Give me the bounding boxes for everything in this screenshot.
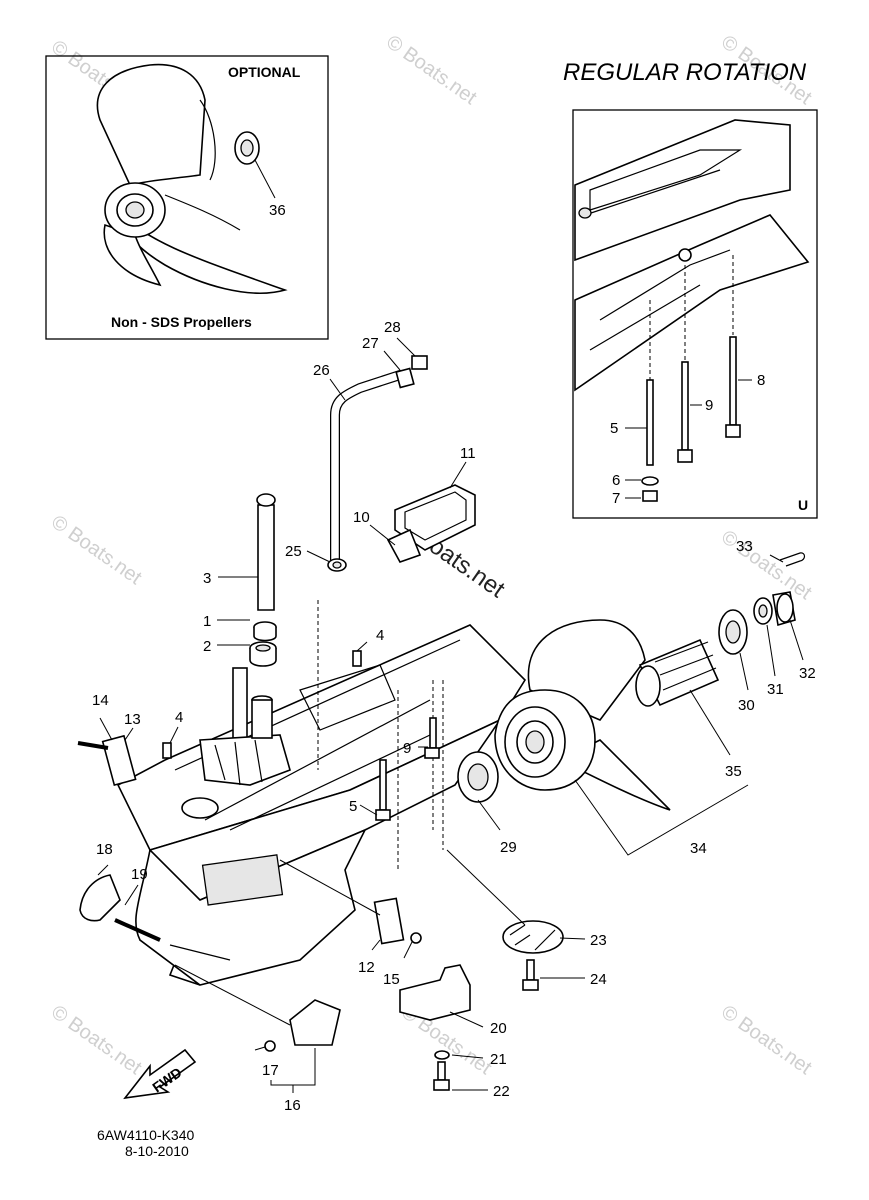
part-28-clip	[411, 355, 428, 370]
part-14-screw	[77, 741, 109, 750]
watermark: © Boats.net	[717, 1001, 816, 1079]
callout-7: 7	[612, 490, 620, 507]
callout-4: 4	[175, 709, 183, 726]
diagram-code: 6AW4110-K340	[97, 1127, 194, 1143]
callout-33: 33	[736, 538, 753, 555]
inset-box: 5 9 8 6 7 U	[572, 109, 818, 519]
optional-caption: Non - SDS Propellers	[111, 314, 252, 330]
part-17-nut	[264, 1040, 276, 1052]
callout-15: 15	[383, 971, 400, 988]
part-33-cotter-pin	[779, 552, 806, 567]
page-title: REGULAR ROTATION	[563, 59, 807, 86]
part-31-washer	[753, 597, 773, 625]
callout-26: 26	[313, 362, 330, 379]
part-8-bolt	[725, 336, 741, 438]
part-25-screw	[327, 558, 347, 572]
callout-5: 5	[349, 798, 357, 815]
optional-box: OPTIONAL 36 Non - SDS Propellers	[45, 55, 329, 340]
part-35-bushing	[635, 638, 720, 707]
inset-corner-mark: U	[798, 497, 808, 513]
part-4-dowel-pin	[352, 650, 362, 667]
callout-12: 12	[358, 959, 375, 976]
callout-2: 2	[203, 638, 211, 655]
non-sds-propeller-drawing	[96, 63, 288, 294]
callout-31: 31	[767, 681, 784, 698]
part-27-grommet	[395, 367, 415, 389]
watermark: © Boats.net	[717, 526, 816, 604]
callout-18: 18	[96, 841, 113, 858]
callout-5-inset: 5	[610, 420, 618, 437]
part-22-bolt	[433, 1061, 450, 1091]
water-pump-assembly	[199, 667, 291, 786]
part-15-nut	[410, 932, 422, 944]
part-30-spacer	[718, 609, 748, 655]
callout-35: 35	[725, 763, 742, 780]
leader-lines	[97, 337, 804, 1093]
part-5-stud	[646, 379, 654, 466]
optional-label: OPTIONAL	[228, 64, 301, 80]
watermark: © Boats.net	[382, 31, 481, 109]
part-34-propeller	[494, 619, 671, 811]
part-23-trim-tab	[502, 920, 564, 954]
callout-10: 10	[353, 509, 370, 526]
callout-9: 9	[403, 740, 411, 757]
part-2-seal	[249, 641, 277, 667]
callout-labels: 1 2 3 4 4 5 9 10 11 12 13 14 15 16 17 18…	[92, 319, 816, 1114]
watermark: © Boats.net	[47, 511, 146, 589]
callout-22: 22	[493, 1083, 510, 1100]
part-32-nut	[772, 591, 796, 627]
callout-3: 3	[203, 570, 211, 587]
part-9-bolt-main	[424, 717, 440, 759]
watermark: © Boats.net	[47, 1001, 146, 1079]
callout-13: 13	[124, 711, 141, 728]
gearcase-housing	[116, 624, 527, 986]
part-13-anode	[101, 734, 137, 787]
callout-30: 30	[738, 697, 755, 714]
callout-17: 17	[262, 1062, 279, 1079]
part-20-skeg-guard	[399, 964, 471, 1021]
part-5-stud-main	[375, 759, 391, 821]
part-12-anode	[373, 897, 405, 945]
inset-housing-drawing	[574, 119, 810, 392]
part-21-washer	[434, 1050, 450, 1060]
callout-1: 1	[203, 613, 211, 630]
part-7-nut	[642, 490, 658, 502]
part-24-bolt	[522, 959, 539, 991]
callout-29: 29	[500, 839, 517, 856]
callout-25: 25	[285, 543, 302, 560]
part-9-bolt	[677, 361, 693, 463]
diagram-date: 8-10-2010	[125, 1143, 189, 1159]
callout-34: 34	[690, 840, 707, 857]
callout-28: 28	[384, 319, 401, 336]
callout-19: 19	[131, 866, 148, 883]
callout-23: 23	[590, 932, 607, 949]
callout-16: 16	[284, 1097, 301, 1114]
part-4-dowel-pin	[162, 742, 172, 759]
part-19-screw	[114, 918, 161, 942]
part-3-water-tube	[256, 493, 276, 611]
callout-4: 4	[376, 627, 384, 644]
callout-11: 11	[460, 445, 476, 462]
part-18-anode	[79, 874, 121, 922]
part-26-hose	[330, 370, 405, 570]
part-36-washer	[234, 131, 260, 165]
callout-27: 27	[362, 335, 379, 352]
part-6-washer	[641, 476, 659, 486]
callout-32: 32	[799, 665, 816, 682]
callout-9-inset: 9	[705, 397, 713, 414]
callout-6: 6	[612, 472, 620, 489]
callout-14: 14	[92, 692, 109, 709]
part-1-seal	[253, 621, 277, 642]
callout-36: 36	[269, 202, 286, 219]
part-29-thrust-washer	[457, 751, 499, 803]
callout-21: 21	[490, 1051, 507, 1068]
callout-20: 20	[490, 1020, 507, 1037]
callout-24: 24	[590, 971, 607, 988]
part-11-gasket	[394, 484, 476, 551]
callout-8: 8	[757, 372, 765, 389]
part-10-grommet	[386, 528, 422, 563]
part-16-anode	[289, 999, 341, 1046]
